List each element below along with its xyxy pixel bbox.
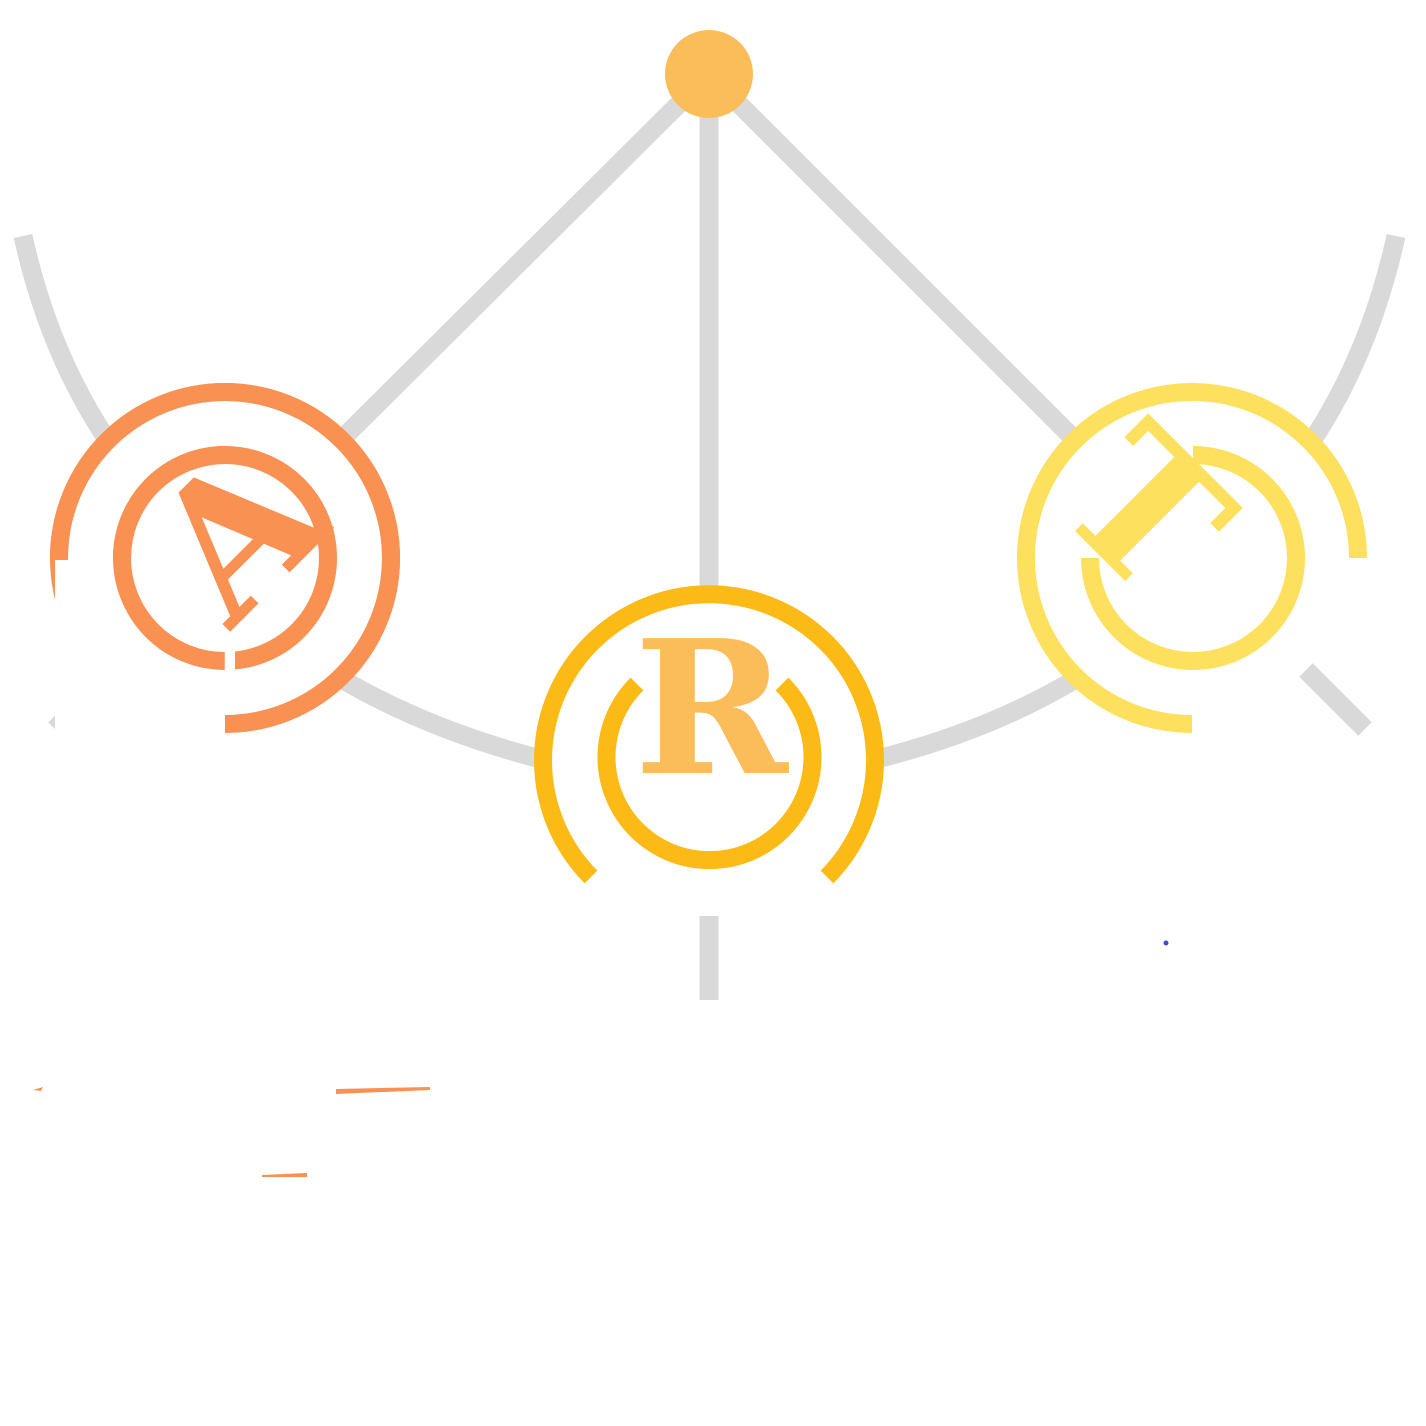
connector-right-arc bbox=[1306, 233, 1406, 444]
connector-top-to-a bbox=[336, 67, 716, 445]
t-badge-outer-arc bbox=[1017, 383, 1367, 733]
connector-bottom-right-arc bbox=[878, 671, 1079, 768]
stray-orange-stroke-3 bbox=[33, 1087, 43, 1091]
stray-orange-stroke-2 bbox=[262, 1173, 307, 1177]
connector-bottom-left-arc bbox=[340, 672, 540, 768]
a-badge-inner-ring-lower bbox=[113, 446, 337, 670]
r-badge-outer-arc bbox=[534, 585, 884, 884]
t-badge-inner-arc bbox=[1081, 446, 1305, 670]
connector-left-arc bbox=[13, 233, 114, 444]
a-badge-outer-arc-visible bbox=[50, 383, 400, 733]
r-badge-icon bbox=[534, 585, 884, 884]
r-badge-inner-arc bbox=[597, 677, 822, 870]
r-letter: R bbox=[634, 599, 789, 817]
t-badge-icon bbox=[1017, 383, 1367, 733]
connector-right-tick bbox=[1299, 663, 1372, 736]
stray-dot bbox=[1163, 940, 1169, 946]
connector-top-to-t bbox=[702, 67, 1082, 447]
stray-orange-stroke-1 bbox=[336, 1087, 430, 1094]
top-node-icon bbox=[665, 30, 753, 118]
connector-lines bbox=[13, 67, 1406, 1000]
